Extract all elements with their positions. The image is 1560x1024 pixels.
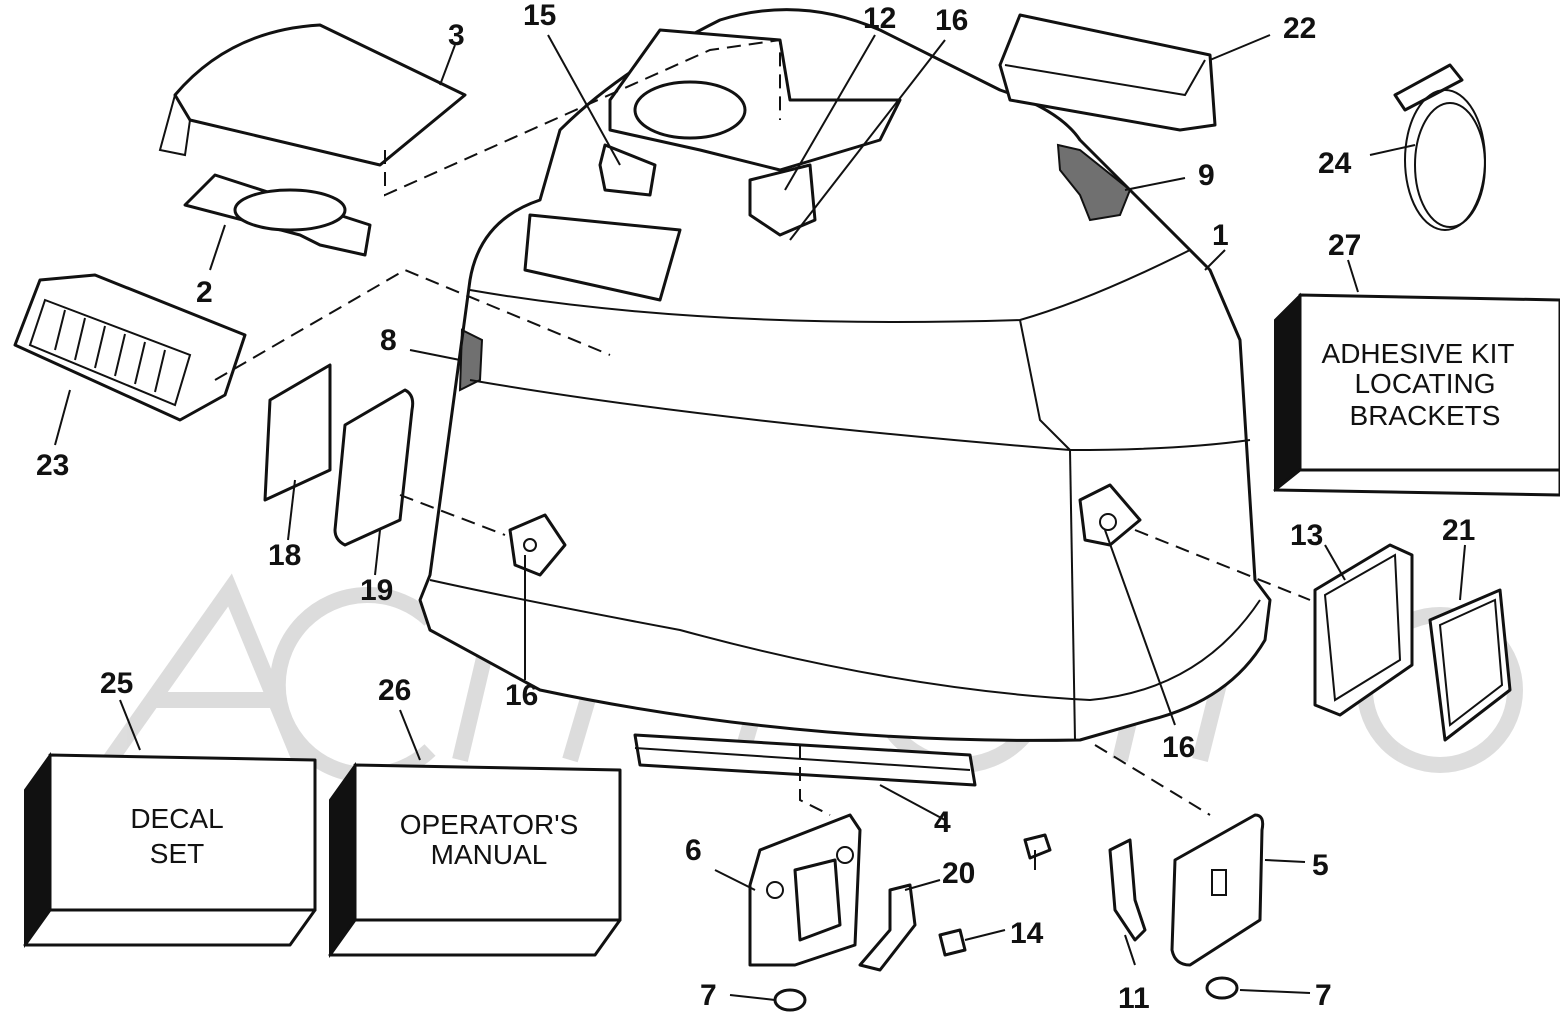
part-9-seal <box>1056 143 1132 222</box>
callout-16-left: 16 <box>505 679 538 712</box>
callout-9: 9 <box>1198 159 1215 192</box>
part-8-seal <box>458 328 484 392</box>
part-14-screw-top <box>1023 833 1052 860</box>
part-7-grommet-right <box>1205 976 1239 1000</box>
operators-manual-line-2: MANUAL <box>431 839 548 870</box>
callout-22: 22 <box>1283 12 1316 45</box>
callout-7-right: 7 <box>1315 979 1332 1012</box>
callout-3: 3 <box>448 19 465 52</box>
operators-manual-box <box>328 761 622 959</box>
part-20-bracket <box>858 883 917 972</box>
part-7-grommet-left <box>773 988 807 1012</box>
assembly-line <box>214 268 611 381</box>
callout-26: 26 <box>378 674 411 707</box>
decal-set-line-2: SET <box>150 838 204 869</box>
callout-2: 2 <box>196 276 213 309</box>
callout-20: 20 <box>942 857 975 890</box>
callout-21: 21 <box>1442 514 1475 547</box>
callout-6: 6 <box>685 834 702 867</box>
part-24-cable <box>1393 63 1486 231</box>
part-21-gasket <box>1428 588 1512 742</box>
part-6-bracket <box>748 813 862 967</box>
callout-numbers: 1 2 3 4 5 6 7 7 8 9 11 12 13 14 15 16 16… <box>36 0 1475 1015</box>
adhesive-kit-line-1: ADHESIVE KIT <box>1322 338 1515 369</box>
callout-19: 19 <box>360 574 393 607</box>
part-22-grille <box>998 13 1217 132</box>
decal-set-box <box>23 751 317 949</box>
assembly-line <box>384 38 781 197</box>
callout-8: 8 <box>380 324 397 357</box>
callout-15: 15 <box>523 0 556 32</box>
leader-lines <box>54 34 1466 1001</box>
callout-13: 13 <box>1290 519 1323 552</box>
part-14-screw-bottom <box>938 928 967 957</box>
assembly-line <box>1094 744 1211 816</box>
assembly-line <box>799 745 831 816</box>
decal-set-line-1: DECAL <box>130 803 223 834</box>
part-4-strip <box>633 733 977 787</box>
callout-4: 4 <box>934 806 951 839</box>
operators-manual-line-1: OPERATOR'S <box>400 809 579 840</box>
callout-16-top: 16 <box>935 4 968 37</box>
part-3-top-cover <box>158 23 467 167</box>
assembly-line <box>399 494 506 536</box>
adhesive-kit-line-2: LOCATING <box>1354 368 1495 399</box>
callout-11: 11 <box>1118 982 1150 1015</box>
callout-16-right: 16 <box>1162 731 1195 764</box>
bracket-15 <box>598 143 657 197</box>
callout-25: 25 <box>100 667 133 700</box>
part-5-cover <box>1170 813 1265 967</box>
part-2-gasket <box>183 173 372 257</box>
callout-7-left: 7 <box>700 979 717 1012</box>
callout-27: 27 <box>1328 229 1361 262</box>
callout-12: 12 <box>863 2 896 35</box>
callout-18: 18 <box>268 539 301 572</box>
adhesive-kit-box <box>1273 292 1560 497</box>
part-13-gasket <box>1313 543 1414 717</box>
part-19-plate <box>333 388 415 547</box>
part-11-bracket <box>1108 838 1147 942</box>
callout-14: 14 <box>1010 917 1044 950</box>
callout-5: 5 <box>1312 849 1329 882</box>
bracket-12 <box>748 163 817 237</box>
assembly-line <box>1134 529 1311 601</box>
part-18-label <box>263 363 332 502</box>
part-23-grille <box>13 273 247 422</box>
callout-24: 24 <box>1318 147 1352 180</box>
callout-23: 23 <box>36 449 69 482</box>
bracket-16-left <box>508 513 567 577</box>
adhesive-kit-line-3: BRACKETS <box>1350 400 1501 431</box>
callout-1: 1 <box>1212 219 1229 252</box>
